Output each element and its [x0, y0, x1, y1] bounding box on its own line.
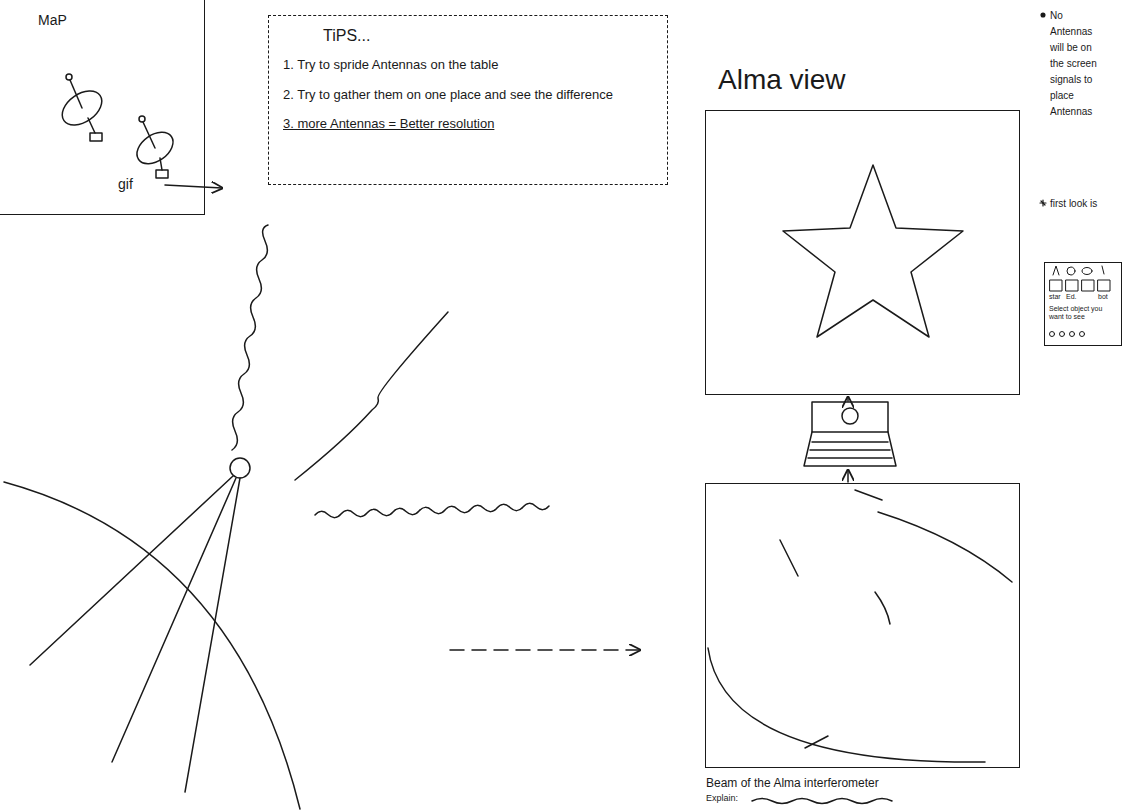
object-select-panel: star Ed. botSelect object you want to see: [1044, 262, 1122, 346]
beam-pattern: [708, 490, 1012, 762]
map-panel: MaP: [0, 0, 205, 215]
alma-view-box: Alma view: [705, 110, 1020, 395]
panel-instruction: Select object you want to see: [1049, 305, 1119, 322]
wave-line: [315, 503, 549, 517]
icon-label: star: [1049, 293, 1061, 301]
wave-line: [232, 225, 268, 450]
tips-heading: TiPS...: [323, 26, 653, 45]
flow-arrow: [847, 470, 849, 482]
ray-line: [112, 478, 236, 762]
beam-box: Beam of the Alma interferometerExplain:: [705, 483, 1020, 768]
antenna-icon: [131, 116, 179, 178]
tips-box: TiPS... 1. Try to spride Antennas on the …: [268, 15, 668, 185]
panel-icons: [1050, 266, 1111, 337]
tip-item: 2. Try to gather them on one place and s…: [283, 87, 653, 103]
scribble-line: [752, 799, 892, 804]
antenna-icon: [56, 74, 108, 141]
icon-label: Ed.: [1066, 293, 1077, 301]
view-heading: Alma view: [718, 63, 846, 97]
laptop-icon: [804, 402, 896, 466]
side-note: No Antennas will be on the screen signal…: [1050, 8, 1106, 120]
asterisk-bullet: [1040, 200, 1046, 206]
gif-label: gif: [118, 176, 133, 193]
beam-caption: Beam of the Alma interferometer: [706, 776, 879, 790]
ray-line: [30, 476, 233, 665]
tip-item: 1. Try to spride Antennas on the table: [283, 57, 653, 73]
star-shape: [783, 165, 963, 337]
dashed-arrow: [450, 649, 640, 651]
explain-label: Explain:: [706, 793, 738, 804]
wave-line: [295, 312, 448, 480]
side-note: first look is: [1050, 196, 1106, 212]
pointer-arrow: [165, 185, 222, 188]
panel-heading: MaP: [38, 12, 67, 29]
earth-arc: [4, 482, 300, 809]
flow-arrow: [847, 397, 849, 401]
source-dot: [230, 458, 250, 478]
ray-line: [185, 478, 240, 792]
icon-label: bot: [1098, 293, 1108, 301]
bullet-dot: [1041, 13, 1045, 17]
tip-item: 3. more Antennas = Better resolution: [283, 116, 653, 132]
